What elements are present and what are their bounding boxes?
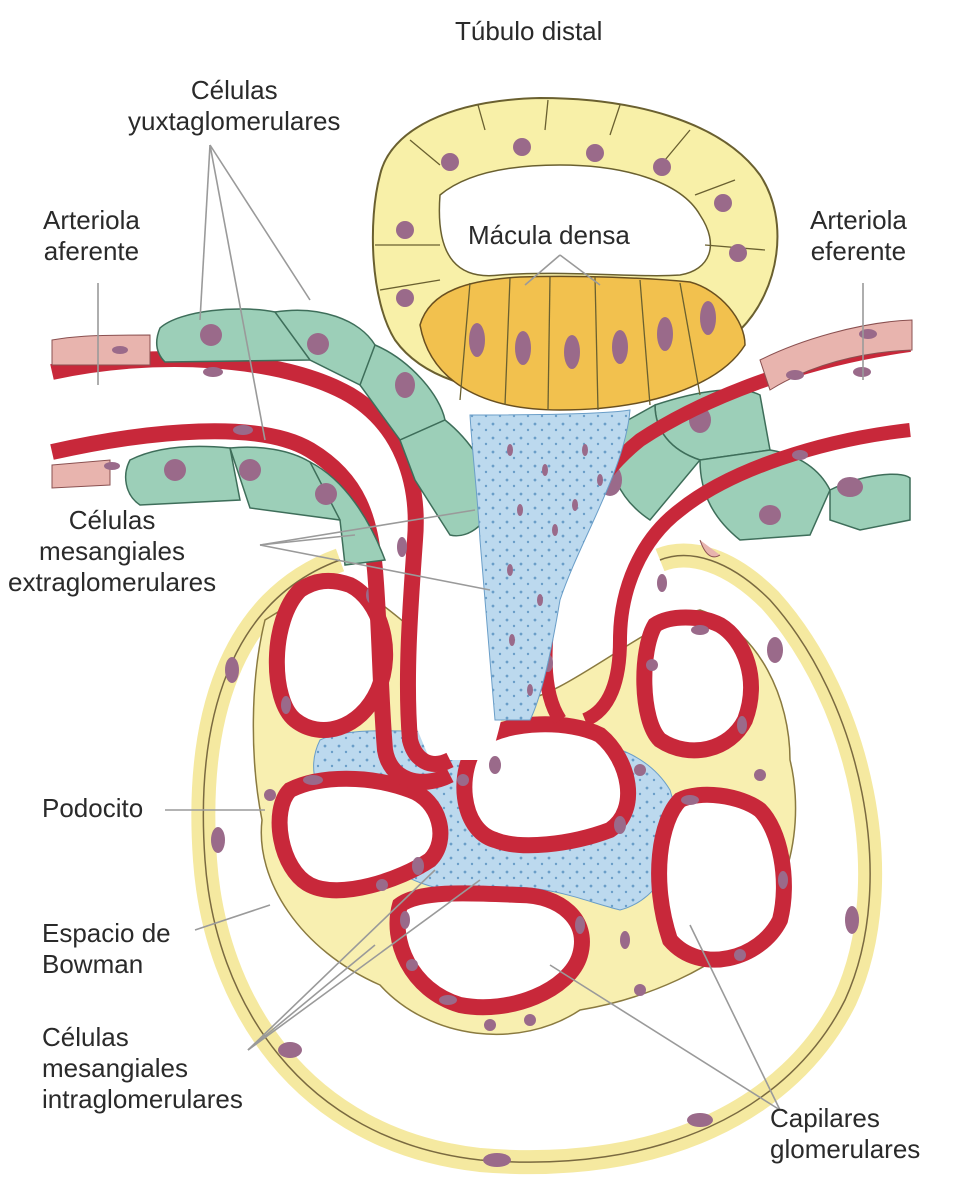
- label-extra-line2: mesangiales: [39, 536, 186, 566]
- glomerular-capillaries: [268, 572, 792, 1016]
- label-yuxta-line1: Células: [190, 75, 278, 105]
- label-extra-line3: extraglomerulares: [8, 567, 217, 597]
- label-intra-line2: mesangiales: [42, 1053, 188, 1083]
- label-aferente-line2: aferente: [43, 236, 140, 266]
- label-tubulo-distal: Túbulo distal: [455, 16, 602, 47]
- label-tubulo-distal-text: Túbulo distal: [455, 16, 603, 46]
- label-bowman-line2: Bowman: [42, 949, 144, 979]
- label-arteriola-eferente: Arteriola eferente: [810, 205, 907, 267]
- distal-tubule: [371, 96, 779, 411]
- label-espacio-de-bowman: Espacio de Bowman: [42, 918, 171, 980]
- label-eferente-line1: Arteriola: [810, 205, 907, 235]
- label-intra-line1: Células: [42, 1022, 129, 1052]
- label-aferente-line1: Arteriola: [43, 205, 140, 235]
- label-macula-densa-text: Mácula densa: [468, 220, 630, 250]
- label-macula-densa: Mácula densa: [468, 220, 630, 251]
- label-celulas-mesangiales-intraglomerulares: Células mesangiales intraglomerulares: [42, 1022, 243, 1115]
- extraglomerular-mesangium: [469, 409, 631, 721]
- label-celulas-yuxtaglomerulares: Células yuxtaglomerulares: [128, 75, 340, 137]
- label-podocito: Podocito: [42, 793, 143, 824]
- label-eferente-line2: eferente: [810, 236, 907, 266]
- leader-lines: [97, 144, 864, 1111]
- label-intra-line3: intraglomerulares: [42, 1084, 243, 1114]
- label-celulas-mesangiales-extraglomerulares: Células mesangiales extraglomerulares: [8, 505, 216, 598]
- label-arteriola-aferente: Arteriola aferente: [43, 205, 140, 267]
- label-bowman-line1: Espacio de: [42, 918, 171, 948]
- label-capilares-line1: Capilares: [770, 1103, 880, 1133]
- label-yuxta-line2: yuxtaglomerulares: [128, 106, 341, 136]
- label-capilares-glomerulares: Capilares glomerulares: [770, 1103, 920, 1165]
- podocyte-nuclei: [264, 659, 766, 1031]
- label-podocito-text: Podocito: [42, 793, 144, 823]
- label-extra-line1: Células: [68, 505, 156, 535]
- label-capilares-line2: glomerulares: [770, 1134, 921, 1164]
